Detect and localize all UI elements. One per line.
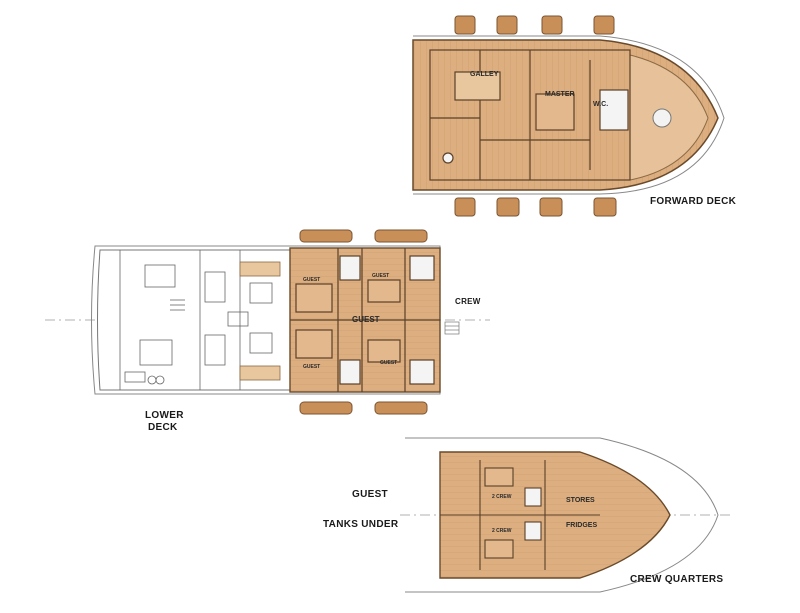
deck-chairs-bottom xyxy=(454,197,617,217)
lower-deck-label-line2: DECK xyxy=(148,422,178,433)
room-guest-main-label: GUEST xyxy=(352,315,380,324)
room-stores-label: STORES xyxy=(566,497,595,504)
crew-quarters-plan: 2 CREW 2 CREW STORES FRIDGES xyxy=(400,437,730,593)
stairs xyxy=(444,321,460,335)
room-fridges-label: FRIDGES xyxy=(566,522,597,529)
forward-deck-plan: GALLEY MASTER W.C. xyxy=(412,15,725,217)
deck-chairs-top xyxy=(454,15,615,35)
forward-deck-label: FORWARD DECK xyxy=(650,196,737,207)
room-galley-label: GALLEY xyxy=(470,71,499,78)
guest-label: GUEST xyxy=(352,489,388,500)
lower-deck-chairs-top xyxy=(299,229,428,243)
room-wc-label: W.C. xyxy=(593,101,608,108)
crew-quarters-label: CREW QUARTERS xyxy=(630,574,724,585)
room-guest-2-label: GUEST xyxy=(372,273,389,279)
room-guest-3-label: GUEST xyxy=(303,364,320,370)
room-master-label: MASTER xyxy=(545,91,575,98)
tanks-under-label: TANKS UNDER xyxy=(323,519,399,530)
room-guest-1-label: GUEST xyxy=(303,277,320,283)
room-crew-1-label: 2 CREW xyxy=(492,494,512,500)
room-crew-2-label: 2 CREW xyxy=(492,528,512,534)
lower-deck-chairs-bottom xyxy=(299,401,428,415)
room-guest-4-label: GUEST xyxy=(380,360,397,366)
crew-label: CREW xyxy=(455,297,481,306)
lower-deck-label-line1: LOWER xyxy=(145,410,184,421)
lower-deck-plan: GUEST GUEST GUEST GUEST GUEST xyxy=(45,229,490,415)
